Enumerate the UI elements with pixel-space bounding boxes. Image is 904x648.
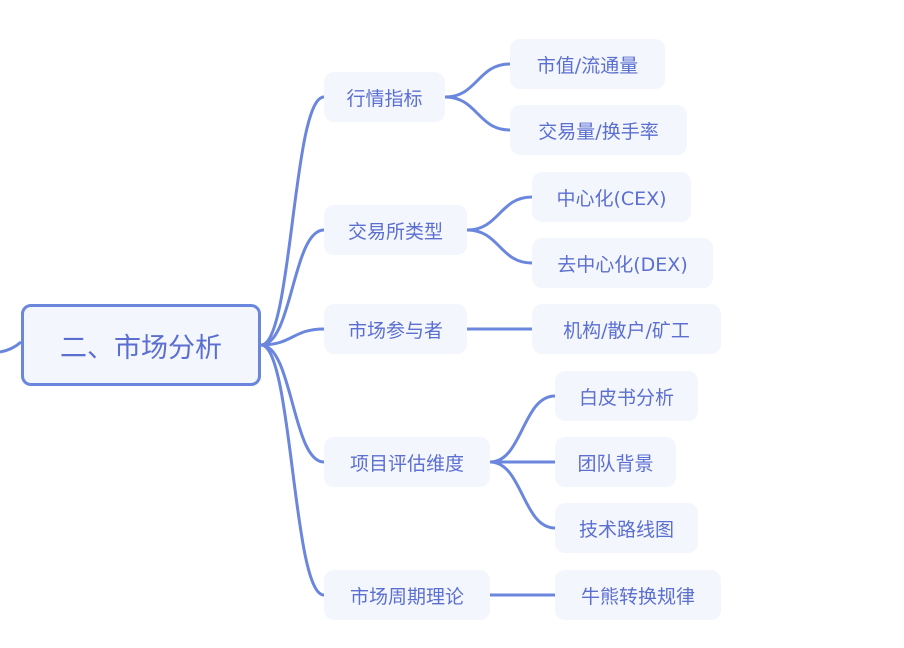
branch-to-leaf-connector (488, 460, 557, 530)
leaf-label: 机构/散户/矿工 (563, 319, 690, 342)
parent-connector (0, 340, 22, 354)
root-to-branch-connector (259, 95, 326, 347)
root-to-branch-connector (259, 228, 326, 347)
branch-label: 市场参与者 (347, 319, 443, 342)
leaf-node-team-background[interactable]: 团队背景 (555, 437, 676, 487)
leaf-node-market-cap[interactable]: 市值/流通量 (510, 39, 665, 89)
branch-label: 行情指标 (346, 87, 423, 110)
leaf-label: 中心化(CEX) (556, 187, 667, 210)
leaf-node-dex[interactable]: 去中心化(DEX) (532, 238, 713, 288)
root-label: 二、市场分析 (60, 332, 222, 364)
branch-node-exchange-types[interactable]: 交易所类型 (324, 205, 467, 255)
leaf-label: 白皮书分析 (578, 386, 674, 409)
branch-to-leaf-connector (465, 228, 534, 265)
leaf-label: 去中心化(DEX) (557, 253, 688, 276)
root-node[interactable]: 二、市场分析 (21, 304, 261, 386)
leaf-label: 技术路线图 (578, 518, 674, 541)
leaf-label: 团队背景 (577, 452, 654, 475)
branch-node-market-participants[interactable]: 市场参与者 (324, 304, 467, 354)
branch-to-leaf-connector (443, 62, 512, 99)
branch-to-leaf-connector (488, 394, 557, 464)
branch-label: 交易所类型 (347, 220, 443, 243)
branch-node-market-indicators[interactable]: 行情指标 (324, 72, 445, 122)
leaf-label: 交易量/换手率 (538, 120, 659, 143)
leaf-node-participant-types[interactable]: 机构/散户/矿工 (532, 304, 721, 354)
branch-node-market-cycle[interactable]: 市场周期理论 (324, 570, 490, 620)
leaf-node-volume-turnover[interactable]: 交易量/换手率 (510, 105, 687, 155)
root-to-branch-connector (259, 327, 326, 347)
branch-node-project-evaluation[interactable]: 项目评估维度 (324, 437, 490, 487)
leaf-node-cex[interactable]: 中心化(CEX) (532, 172, 691, 222)
leaf-node-roadmap[interactable]: 技术路线图 (555, 503, 698, 553)
leaf-node-bull-bear[interactable]: 牛熊转换规律 (555, 570, 721, 620)
branch-to-leaf-connector (465, 195, 534, 232)
leaf-label: 牛熊转换规律 (580, 585, 695, 608)
branch-to-leaf-connector (443, 95, 512, 132)
root-to-branch-connector (259, 343, 326, 464)
branch-label: 市场周期理论 (349, 585, 464, 608)
leaf-node-whitepaper[interactable]: 白皮书分析 (555, 371, 698, 421)
root-to-branch-connector (259, 343, 326, 597)
branch-label: 项目评估维度 (349, 452, 464, 475)
leaf-label: 市值/流通量 (536, 54, 639, 77)
